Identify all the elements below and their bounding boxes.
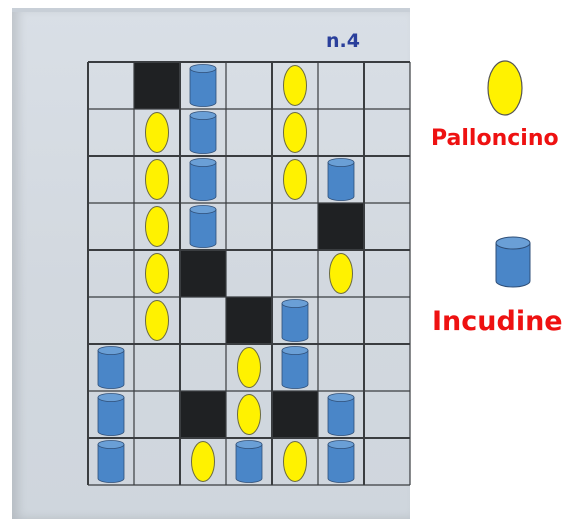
puzzle-grid	[87, 61, 411, 486]
puzzle-number: n.4	[326, 30, 360, 52]
anvil-icon	[189, 64, 217, 107]
anvil-icon	[97, 440, 125, 483]
page-edge	[12, 8, 410, 12]
balloon-icon	[145, 300, 169, 341]
balloon-icon	[329, 253, 353, 294]
black-cell	[180, 250, 226, 297]
balloon-icon	[237, 347, 261, 388]
anvil-icon	[97, 393, 125, 436]
balloon-icon	[145, 159, 169, 200]
balloon-icon	[283, 112, 307, 153]
balloon-icon	[283, 65, 307, 106]
balloon-icon	[237, 394, 261, 435]
balloon-icon	[191, 441, 215, 482]
black-cell	[272, 391, 318, 438]
balloon-icon	[145, 112, 169, 153]
anvil-icon	[189, 158, 217, 201]
anvil-icon	[281, 346, 309, 389]
anvil-icon	[327, 158, 355, 201]
balloon-icon	[283, 441, 307, 482]
legend-anvil-label: Incudine	[432, 306, 563, 337]
anvil-icon	[235, 440, 263, 483]
anvil-icon	[281, 299, 309, 342]
anvil-icon	[189, 205, 217, 248]
black-cell	[134, 62, 180, 109]
grid-svg	[87, 61, 411, 486]
legend-anvil	[493, 235, 533, 290]
black-cell	[318, 203, 364, 250]
anvil-icon	[495, 236, 531, 288]
legend-balloon	[485, 58, 525, 118]
legend-balloon-label: Palloncino	[431, 126, 559, 151]
anvil-icon	[97, 346, 125, 389]
balloon-icon	[283, 159, 307, 200]
balloon-icon	[487, 60, 523, 116]
anvil-icon	[327, 440, 355, 483]
anvil-icon	[189, 111, 217, 154]
balloon-icon	[145, 253, 169, 294]
black-cell	[226, 297, 272, 344]
balloon-icon	[145, 206, 169, 247]
black-cell	[180, 391, 226, 438]
anvil-icon	[327, 393, 355, 436]
